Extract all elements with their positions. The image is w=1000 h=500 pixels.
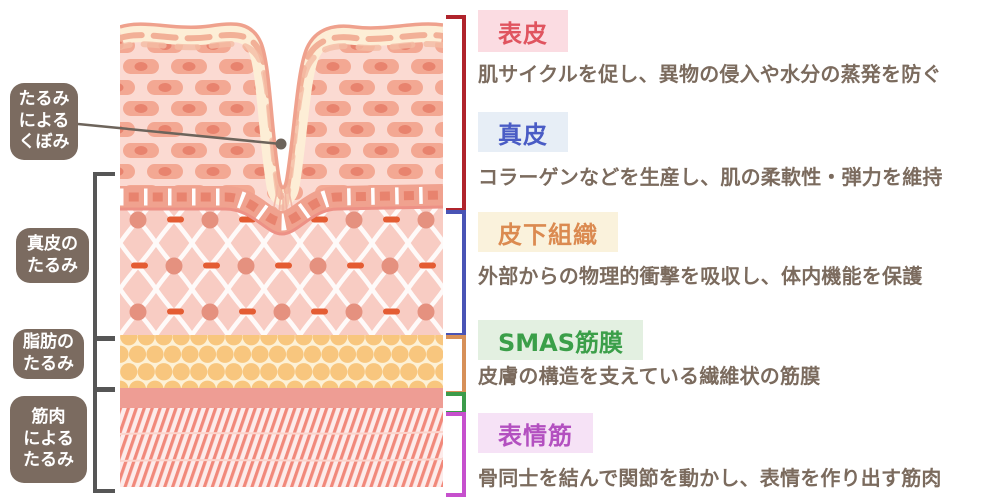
layer-description-smas: 皮膚の構造を支えている繊維状の筋膜 bbox=[478, 364, 821, 388]
callout-line: による bbox=[23, 428, 74, 449]
callout-line: 脂肪の bbox=[23, 332, 74, 353]
left-bracket-dermis-sag bbox=[93, 172, 115, 340]
layer-description-facial-muscle: 骨同士を結んで関節を動かし、表情を作り出す筋肉 bbox=[478, 466, 942, 490]
callout-sagging-hollow: たるみ による くぼみ bbox=[10, 83, 78, 160]
layer-description-epidermis: 肌サイクルを促し、異物の侵入や水分の蒸発を防ぐ bbox=[478, 62, 942, 86]
callout-line: くぼみ bbox=[18, 132, 70, 153]
callout-line: たるみ bbox=[23, 450, 74, 471]
layer-title-facial-muscle: 表情筋 bbox=[478, 413, 593, 453]
left-bracket-muscle-sag bbox=[93, 388, 115, 493]
callout-muscle-sagging: 筋肉 による たるみ bbox=[10, 396, 87, 483]
wrinkle-marker-dot bbox=[275, 138, 287, 150]
callout-line: 筋肉 bbox=[31, 406, 66, 427]
leader-line bbox=[77, 122, 287, 150]
layer-description-subcutaneous: 外部からの物理的衝撃を吸収し、体内機能を保護 bbox=[478, 264, 923, 288]
bracket-facial-muscle bbox=[446, 412, 466, 497]
callout-line: 真皮の bbox=[27, 233, 78, 254]
layer-title-epidermis: 表皮 bbox=[478, 10, 568, 52]
layer-description-dermis: コラーゲンなどを生産し、肌の柔軟性・弾力を維持 bbox=[478, 165, 943, 189]
layer-title-dermis: 真皮 bbox=[478, 112, 568, 152]
callout-fat-sagging: 脂肪の たるみ bbox=[13, 329, 84, 379]
callout-line: による bbox=[18, 110, 70, 131]
bracket-subcutaneous bbox=[446, 335, 466, 395]
layer-title-smas: SMAS筋膜 bbox=[478, 320, 644, 360]
layer-title-subcutaneous: 皮下組織 bbox=[478, 212, 618, 252]
left-bracket-fat-sag bbox=[93, 337, 115, 391]
callout-dermis-sagging: 真皮の たるみ bbox=[16, 228, 89, 283]
skin-illustration bbox=[120, 22, 443, 487]
callout-line: たるみ bbox=[23, 354, 74, 374]
callout-line: たるみ bbox=[18, 88, 70, 109]
callout-line: たるみ bbox=[27, 255, 78, 276]
bracket-epidermis bbox=[446, 15, 466, 212]
bracket-dermis bbox=[446, 210, 466, 337]
